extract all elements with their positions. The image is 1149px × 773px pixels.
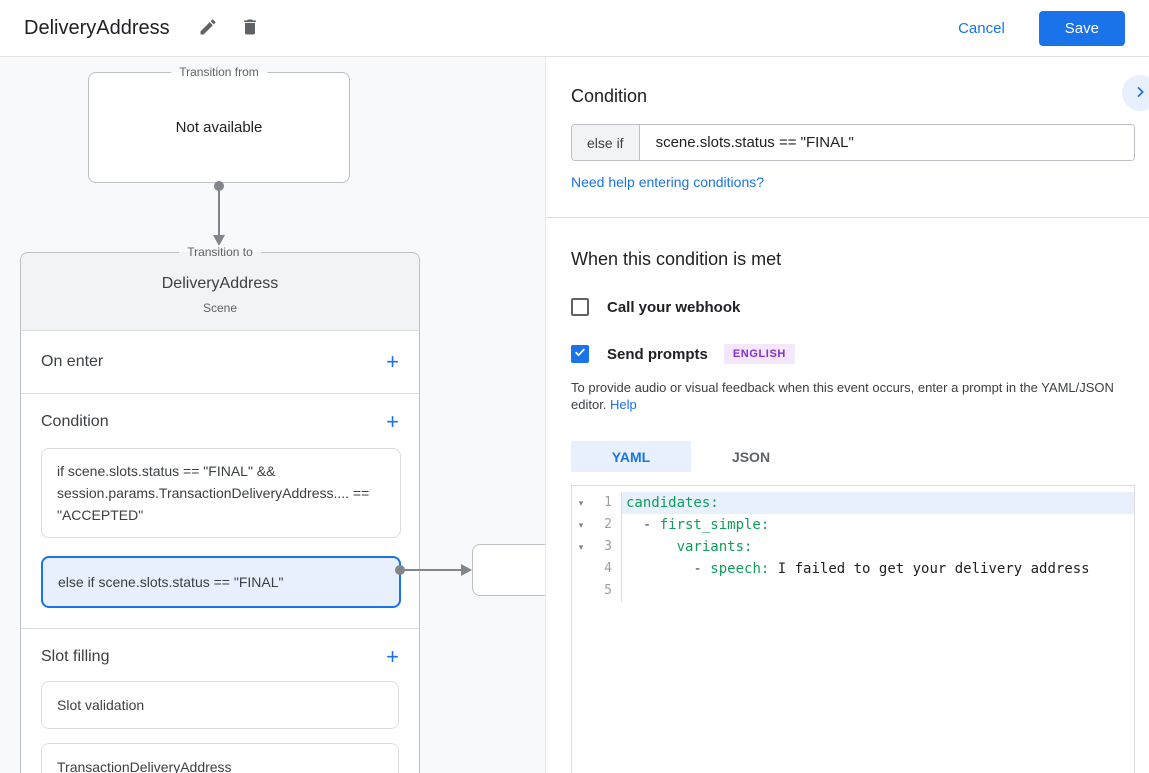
save-button[interactable]: Save	[1038, 10, 1125, 46]
code-indent: -	[626, 561, 711, 577]
line-number: 5	[590, 580, 622, 602]
condition-expression-input[interactable]	[639, 125, 1134, 160]
code-value: I failed to get your delivery address	[769, 561, 1090, 577]
fold-arrow-icon[interactable]: ▾	[578, 520, 584, 530]
transition-from-content: Not available	[175, 119, 263, 136]
collapse-panel-button[interactable]	[1122, 75, 1149, 111]
slot-filling-section: Slot filling + Slot validation Transacti…	[21, 629, 419, 773]
line-number: 2	[590, 514, 622, 536]
prompt-description: To provide audio or visual feedback when…	[571, 379, 1133, 413]
page-title: DeliveryAddress	[24, 16, 170, 39]
tab-yaml[interactable]: YAML	[571, 441, 691, 472]
down-arrow-connector	[213, 181, 225, 246]
prompt-description-text: To provide audio or visual feedback when…	[571, 380, 1114, 412]
scene-diagram-canvas: Transition from Not available Transition…	[0, 57, 546, 773]
condition-item-selected[interactable]: else if scene.slots.status == "FINAL"	[41, 556, 401, 608]
editor-line[interactable]: 5	[572, 580, 1134, 602]
transition-to-card: Transition to DeliveryAddress Scene On e…	[20, 245, 420, 773]
scene-name: DeliveryAddress	[161, 275, 279, 292]
add-condition-button[interactable]: +	[386, 409, 399, 434]
line-number: 1	[590, 492, 622, 514]
slot-filling-label: Slot filling	[41, 648, 110, 665]
condition-section: Condition + if scene.slots.status == "FI…	[21, 394, 419, 629]
panel-title: Condition	[571, 86, 648, 106]
add-slot-button[interactable]: +	[386, 644, 399, 669]
editor-line[interactable]: 4 - speech: I failed to get your deliver…	[572, 558, 1134, 580]
send-prompts-label: Send prompts	[607, 345, 708, 363]
code-line: candidates:	[622, 492, 1134, 514]
fold-arrow-icon[interactable]	[572, 580, 590, 602]
code-line	[622, 580, 1134, 602]
scene-type: Scene	[202, 301, 238, 315]
delete-scene-button[interactable]	[236, 13, 264, 44]
line-number: 3	[590, 536, 622, 558]
section-divider	[546, 217, 1149, 218]
code-indent: -	[626, 517, 660, 533]
check-icon	[573, 345, 587, 364]
condition-expression-field: else if	[571, 124, 1135, 161]
fold-arrow-icon[interactable]: ▾	[578, 498, 584, 508]
send-prompts-checkbox[interactable]	[571, 345, 589, 363]
add-on-enter-button[interactable]: +	[386, 349, 399, 374]
top-bar: DeliveryAddress Cancel Save	[0, 0, 1149, 57]
code-line: variants:	[622, 536, 1134, 558]
editor-line[interactable]: ▾ 1 candidates:	[572, 492, 1134, 514]
fold-arrow-icon[interactable]: ▾	[578, 542, 584, 552]
code-key: variants:	[676, 539, 753, 555]
trash-icon	[240, 17, 260, 40]
transition-target-box[interactable]	[472, 544, 545, 596]
scene-card-header: DeliveryAddress Scene	[21, 253, 419, 331]
transition-to-label: Transition to	[179, 245, 261, 259]
webhook-label: Call your webhook	[607, 298, 741, 316]
prompt-help-link[interactable]: Help	[610, 397, 637, 412]
fold-arrow-icon[interactable]	[572, 558, 590, 580]
yaml-code-editor[interactable]: ▾ 1 candidates: ▾ 2 - first_simple: ▾ 3 …	[571, 485, 1135, 773]
transition-from-box: Transition from Not available	[88, 65, 350, 183]
conditions-help-link[interactable]: Need help entering conditions?	[571, 174, 765, 190]
chevron-right-icon	[1132, 84, 1148, 103]
code-indent	[626, 539, 677, 555]
on-enter-section: On enter +	[21, 331, 419, 394]
code-key: first_simple:	[659, 517, 770, 533]
condition-editor-panel: Condition else if Need help entering con…	[546, 57, 1149, 773]
line-number: 4	[590, 558, 622, 580]
slot-item[interactable]: TransactionDeliveryAddress	[41, 743, 399, 773]
condition-section-label: Condition	[41, 413, 109, 430]
condition-item[interactable]: if scene.slots.status == "FINAL" && sess…	[41, 448, 401, 538]
code-key: speech:	[710, 561, 770, 577]
webhook-checkbox[interactable]	[571, 298, 589, 316]
on-enter-label: On enter	[41, 353, 104, 370]
editor-line[interactable]: ▾ 3 variants:	[572, 536, 1134, 558]
tab-json[interactable]: JSON	[731, 448, 771, 465]
condition-transition-connector	[395, 564, 472, 576]
transition-from-label: Transition from	[171, 65, 267, 79]
edit-scene-button[interactable]	[194, 13, 222, 44]
code-line: - first_simple:	[622, 514, 1134, 536]
cancel-button[interactable]: Cancel	[958, 19, 1005, 37]
editor-tabs: YAML JSON	[571, 441, 1135, 472]
editor-line[interactable]: ▾ 2 - first_simple:	[572, 514, 1134, 536]
call-webhook-row[interactable]: Call your webhook	[571, 298, 1135, 316]
slot-item[interactable]: Slot validation	[41, 681, 399, 729]
condition-prefix: else if	[572, 125, 640, 160]
send-prompts-row[interactable]: Send prompts ENGLISH	[571, 344, 1135, 364]
pencil-icon	[198, 17, 218, 40]
code-key: candidates:	[626, 495, 719, 511]
code-line: - speech: I failed to get your delivery …	[622, 558, 1134, 580]
when-condition-met-title: When this condition is met	[571, 249, 782, 269]
language-badge: ENGLISH	[723, 344, 795, 364]
